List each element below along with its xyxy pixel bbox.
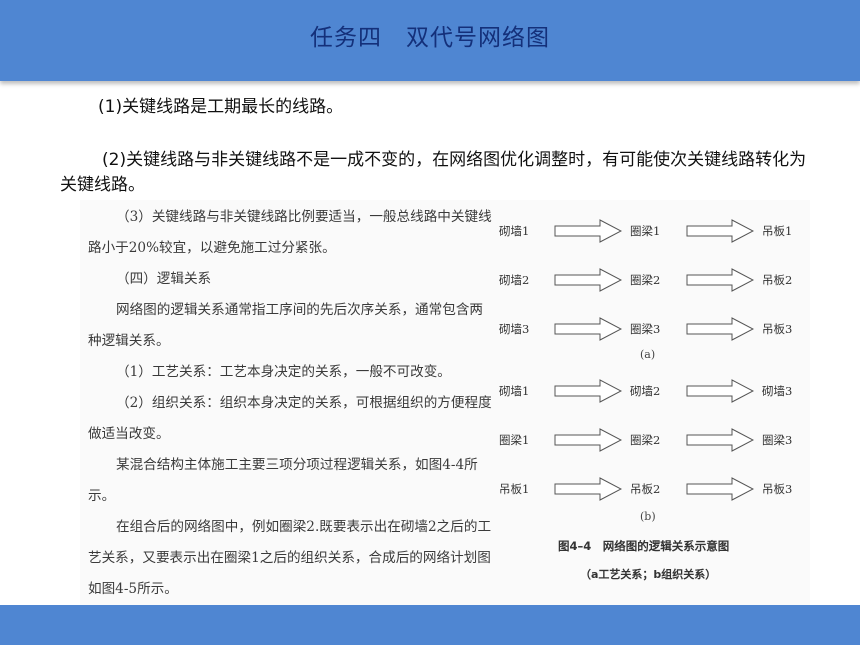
scan-line: 在组合后的网络图中，例如圈梁2.既要表示出在砌墙2之后的工艺关系，又要表示出在圈… — [88, 519, 492, 597]
scanned-page-image: （3）关键线路与非关键线路比例要适当，一般总线路中关键线路小于20%较宜，以避免… — [80, 200, 810, 605]
scan-line: （四）逻辑关系 — [116, 271, 212, 287]
node-label: 吊板3 — [762, 322, 793, 336]
scan-line: 某混合结构主体施工主要三项分项过程逻辑关系，如图4-4所示。 — [88, 457, 478, 504]
node-label: 吊板2 — [630, 482, 661, 496]
arrow-right-icon — [554, 477, 622, 501]
scan-line: （2）组织关系：组织本身决定的关系，可根据组织的方便程度做适当改变。 — [88, 395, 492, 442]
figure-row: 砌墙2 圈梁2 吊板2 — [494, 268, 810, 292]
arrow-right-icon — [554, 428, 622, 452]
node-label: 砌墙1 — [499, 224, 530, 238]
slide-title: 任务四 双代号网络图 — [310, 25, 550, 51]
node-label: 吊板2 — [762, 273, 793, 287]
scan-line: 网络图的逻辑关系通常指工序间的先后次序关系，通常包含两种逻辑关系。 — [88, 302, 484, 349]
arrow-right-icon — [686, 219, 754, 243]
node-label: 砌墙3 — [762, 384, 793, 398]
arrow-right-icon — [554, 219, 622, 243]
figure-row: 砌墙3 圈梁3 吊板3 — [494, 317, 810, 341]
arrow-right-icon — [554, 379, 622, 403]
title-bar: 任务四 双代号网络图 — [0, 0, 860, 81]
arrow-right-icon — [686, 477, 754, 501]
figure-a-label: (a) — [640, 348, 656, 361]
figure-b-label: (b) — [640, 510, 656, 523]
node-label: 砌墙3 — [499, 322, 530, 336]
arrow-right-icon — [686, 379, 754, 403]
node-label: 吊板1 — [499, 482, 530, 496]
node-label: 砌墙2 — [499, 273, 530, 287]
node-label: 圈梁3 — [630, 322, 661, 336]
scanned-text-block: （3）关键线路与非关键线路比例要适当，一般总线路中关键线路小于20%较宜，以避免… — [88, 202, 492, 605]
arrow-right-icon — [554, 317, 622, 341]
node-label: 圈梁2 — [630, 433, 661, 447]
node-label: 砌墙2 — [630, 384, 661, 398]
node-label: 圈梁2 — [630, 273, 661, 287]
arrow-right-icon — [686, 317, 754, 341]
paragraph-2: (2)关键线路与非关键线路不是一成不变的，在网络图优化调整时，有可能使次关键线路… — [60, 150, 807, 195]
node-label: 圈梁3 — [762, 433, 793, 447]
figure-row: 砌墙1 圈梁1 吊板1 — [494, 219, 810, 243]
figure-row: 砌墙1 砌墙2 砌墙3 — [494, 379, 810, 403]
node-label: 吊板1 — [762, 224, 793, 238]
paragraph-1: (1)关键线路是工期最长的线路。 — [98, 97, 344, 117]
node-label: 圈梁1 — [499, 433, 530, 447]
logic-relation-figure: 砌墙1 圈梁1 吊板1 砌墙2 圈梁2 吊板2 砌墙3 圈梁3 吊板3 (a) … — [494, 200, 810, 605]
figure-row: 吊板1 吊板2 吊板3 — [494, 477, 810, 501]
arrow-right-icon — [554, 268, 622, 292]
figure-row: 圈梁1 圈梁2 圈梁3 — [494, 428, 810, 452]
arrow-right-icon — [686, 428, 754, 452]
figure-caption-sub: （a工艺关系；b组织关系） — [580, 568, 717, 581]
footer-bar — [0, 605, 860, 645]
scan-line: （3）关键线路与非关键线路比例要适当，一般总线路中关键线路小于20%较宜，以避免… — [88, 209, 492, 256]
node-label: 吊板3 — [762, 482, 793, 496]
node-label: 圈梁1 — [630, 224, 661, 238]
arrow-right-icon — [686, 268, 754, 292]
figure-caption: 图4–4 网络图的逻辑关系示意图 — [558, 539, 730, 553]
scan-line: （1）工艺关系：工艺本身决定的关系，一般不可改变。 — [116, 364, 451, 380]
node-label: 砌墙1 — [499, 384, 530, 398]
